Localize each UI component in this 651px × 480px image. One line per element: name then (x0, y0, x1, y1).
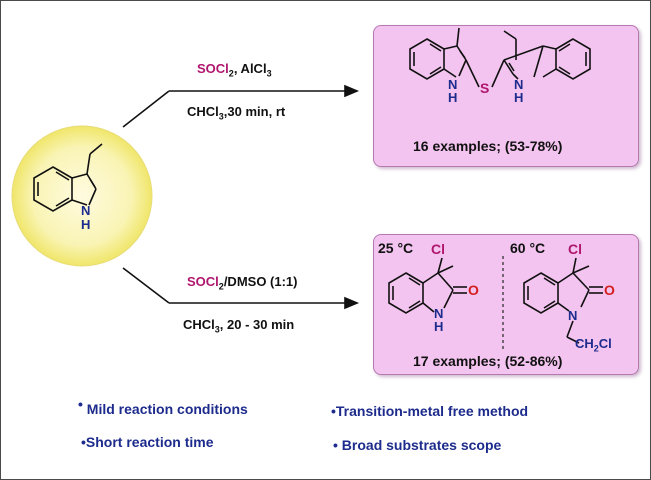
bottom-product-box (373, 234, 639, 375)
skatole-structure (33, 143, 103, 212)
top-product-box (373, 25, 639, 167)
chlorooxindole-structure (388, 257, 467, 314)
top-examples-text: 16 examples; (53-78%) (413, 138, 563, 154)
chlorine-label-right: Cl (568, 241, 582, 257)
feature-mild-conditions: • Mild reaction conditions (78, 396, 248, 417)
temperature-left: 25 °C (378, 240, 414, 256)
n-label-right: N (568, 308, 578, 323)
bullet-icon: • (333, 437, 338, 453)
oxygen-label-right: O (604, 282, 615, 298)
top-reagents: SOCl2, AlCl3 (197, 61, 272, 79)
chloromethyl-label: CH2Cl (575, 336, 612, 354)
oxygen-label-left: O (468, 282, 479, 298)
bullet-icon: • (78, 396, 83, 412)
bottom-reagents: SOCl2/DMSO (1:1) (187, 274, 298, 292)
feature-short-time: •Short reaction time (81, 434, 214, 450)
sulfur-label: S (480, 80, 490, 96)
bullet-icon: • (81, 434, 86, 450)
bottom-solvent-conditions: CHCl3, 20 - 30 min (183, 317, 295, 335)
bullet-icon: • (331, 403, 336, 419)
chlorine-label-left: Cl (431, 241, 445, 257)
feature-broad-scope: • Broad substrates scope (333, 437, 502, 453)
feature-metal-free: •Transition-metal free method (331, 403, 529, 419)
top-reaction-arrow (122, 84, 360, 128)
n-chloromethyl-oxindole-structure (523, 257, 603, 344)
bottom-examples-text: 17 examples; (52-86%) (413, 353, 563, 369)
starting-material-circle (11, 125, 153, 267)
temperature-right: 60 °C (510, 240, 546, 256)
top-solvent-conditions: CHCl3,30 min, rt (187, 104, 286, 122)
bottom-reaction-arrow (122, 267, 360, 310)
sulfide-product-structure (409, 27, 591, 88)
